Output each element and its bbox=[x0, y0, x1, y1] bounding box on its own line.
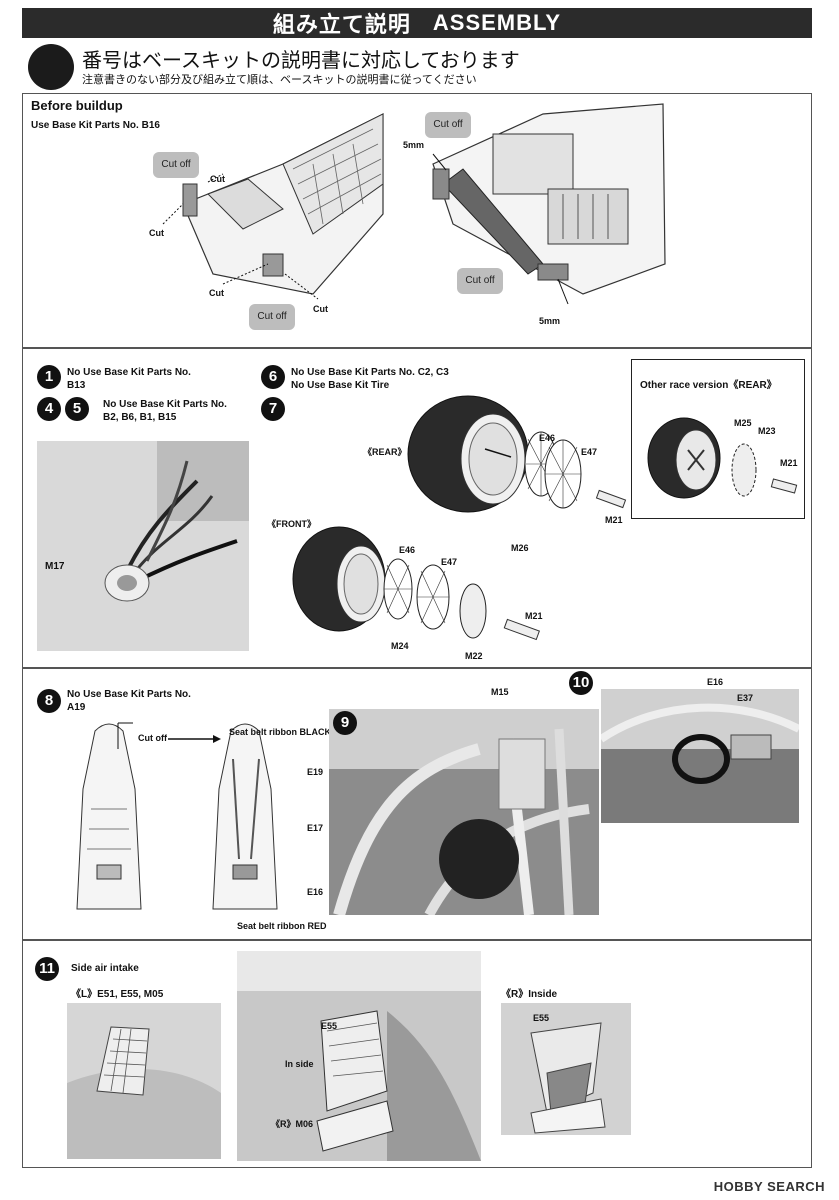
other-m23: M23 bbox=[758, 426, 776, 436]
cut-label-1: Cut bbox=[210, 174, 225, 184]
intake-left-sketch bbox=[67, 1003, 221, 1159]
step-number-9: 9 bbox=[333, 711, 357, 735]
rear-e46: E46 bbox=[539, 433, 556, 443]
part-e55-mid: E55 bbox=[321, 1021, 338, 1031]
photo-engine-wiring bbox=[37, 441, 249, 651]
front-e47: E47 bbox=[441, 557, 458, 567]
other-m21: M21 bbox=[780, 458, 798, 468]
rear-m21: M21 bbox=[605, 515, 623, 525]
inset-other-race: Other race version《REAR》 M25 M23 M21 bbox=[631, 359, 805, 519]
part-m17: M17 bbox=[45, 561, 65, 572]
cut-off-label-4: Cut off bbox=[457, 268, 503, 294]
seat-cut-off: Cut off bbox=[138, 733, 167, 743]
cut-off-label-3: Cut off bbox=[425, 112, 471, 138]
step-45-line1: No Use Base Kit Parts No. bbox=[103, 399, 227, 410]
photo-dashboard bbox=[601, 689, 799, 823]
panel-steps-8-10: 8 No Use Base Kit Parts No. A19 Cut off … bbox=[22, 668, 812, 940]
step-number-11: 11 bbox=[35, 957, 59, 981]
mm-label-1: 5mm bbox=[403, 140, 425, 150]
photo-intake-right bbox=[501, 1003, 631, 1135]
photo-intake-mid bbox=[237, 951, 481, 1161]
seat-belt-red: Seat belt ribbon RED bbox=[237, 921, 327, 931]
step-number-4: 4 bbox=[37, 397, 61, 421]
step-number-8: 8 bbox=[37, 689, 61, 713]
inside-label: In side bbox=[285, 1059, 314, 1069]
cut-off-label-1: Cut off bbox=[153, 152, 199, 178]
other-race-title: Other race version《REAR》 bbox=[640, 380, 777, 391]
before-buildup-title: Before buildup bbox=[31, 98, 123, 113]
bullet-dot-icon bbox=[28, 44, 74, 90]
step-45-text: No Use Base Kit Parts No. B2, B6, B1, B1… bbox=[103, 399, 227, 424]
step-11-title: Side air intake bbox=[71, 963, 139, 974]
wiring-sketch bbox=[37, 441, 249, 651]
part-m15: M15 bbox=[491, 687, 509, 697]
r-m06-label: 《R》M06 bbox=[271, 1119, 314, 1129]
step-8-line1: No Use Base Kit Parts No. bbox=[67, 689, 191, 700]
watermark: HOBBY SEARCH bbox=[713, 1179, 825, 1194]
mm-label-2: 5mm bbox=[539, 316, 561, 326]
step-number-6: 6 bbox=[261, 365, 285, 389]
photo-intake-left bbox=[67, 1003, 221, 1159]
seat-e16: E16 bbox=[307, 887, 324, 897]
step-11-left-label: 《L》E51, E55, M05 bbox=[71, 989, 164, 1000]
step-number-1: 1 bbox=[37, 365, 61, 389]
front-e46: E46 bbox=[399, 545, 416, 555]
step-67-line1: No Use Base Kit Parts No. C2, C3 bbox=[291, 367, 449, 378]
seats-drawing bbox=[76, 722, 278, 910]
cut-label-3: Cut bbox=[209, 288, 224, 298]
step-number-5: 5 bbox=[65, 397, 89, 421]
step-number-7: 7 bbox=[261, 397, 285, 421]
step-67-text: No Use Base Kit Parts No. C2, C3 No Use … bbox=[291, 367, 449, 392]
title-en: ASSEMBLY bbox=[432, 10, 562, 35]
rear-label: 《REAR》 bbox=[363, 447, 407, 457]
chassis-left-drawing bbox=[162, 113, 384, 300]
step-1-line1: No Use Base Kit Parts No. bbox=[67, 367, 191, 378]
step-11-right-label: 《R》Inside bbox=[501, 989, 558, 1000]
seat-belt-black: Seat belt ribbon BLACK bbox=[229, 727, 332, 737]
header-bar: 組み立て説明 ASSEMBLY bbox=[22, 8, 812, 38]
seat-e19: E19 bbox=[307, 767, 324, 777]
step-8-line2: A19 bbox=[67, 701, 86, 713]
other-m25: M25 bbox=[734, 418, 752, 428]
panel-steps-1-7: 1 No Use Base Kit Parts No. B13 4 5 No U… bbox=[22, 348, 812, 668]
step-8-text: No Use Base Kit Parts No. A19 bbox=[67, 689, 191, 714]
step-number-10: 10 bbox=[569, 671, 593, 695]
part-e55-right: E55 bbox=[533, 1013, 550, 1023]
seat-e17: E17 bbox=[307, 823, 324, 833]
photo-roll-cage bbox=[329, 709, 599, 915]
panel-before-buildup: Before buildup Use Base Kit Parts No. B1… bbox=[22, 93, 812, 348]
intake-right-sketch bbox=[501, 1003, 631, 1135]
other-race-wheel bbox=[647, 417, 798, 499]
rear-e47: E47 bbox=[581, 447, 598, 457]
step-1-text: No Use Base Kit Parts No. B13 bbox=[67, 367, 191, 392]
front-label: 《FRONT》 bbox=[267, 519, 316, 529]
front-m22: M22 bbox=[465, 651, 483, 661]
wheels-drawing bbox=[292, 395, 627, 641]
cut-label-4: Cut bbox=[313, 304, 328, 314]
front-m24: M24 bbox=[391, 641, 409, 651]
cut-label-2: Cut bbox=[149, 228, 164, 238]
roll-cage-sketch bbox=[329, 709, 599, 915]
part-e16-dash: E16 bbox=[707, 677, 724, 687]
front-m21: M21 bbox=[525, 611, 543, 621]
dashboard-sketch bbox=[601, 689, 799, 823]
part-e37: E37 bbox=[737, 693, 754, 703]
step-67-line2: No Use Base Kit Tire bbox=[291, 379, 390, 391]
title-jp: 組み立て説明 bbox=[272, 12, 411, 37]
chassis-right-drawing bbox=[432, 103, 666, 305]
panel-step-11: 11 Side air intake 《L》E51, E55, M05 bbox=[22, 940, 812, 1168]
before-buildup-subtitle: Use Base Kit Parts No. B16 bbox=[31, 120, 160, 131]
intake-mid-sketch bbox=[237, 951, 481, 1161]
rear-m26: M26 bbox=[511, 543, 529, 553]
step-45-line2: B2, B6, B1, B15 bbox=[103, 411, 177, 423]
note-main: 番号はベースキットの説明書に対応しております bbox=[82, 50, 520, 72]
note-sub: 注意書きのない部分及び組み立て順は、ベースキットの説明書に従ってください bbox=[82, 74, 477, 86]
step-1-line2: B13 bbox=[67, 379, 86, 391]
cut-off-label-2: Cut off bbox=[249, 304, 295, 330]
